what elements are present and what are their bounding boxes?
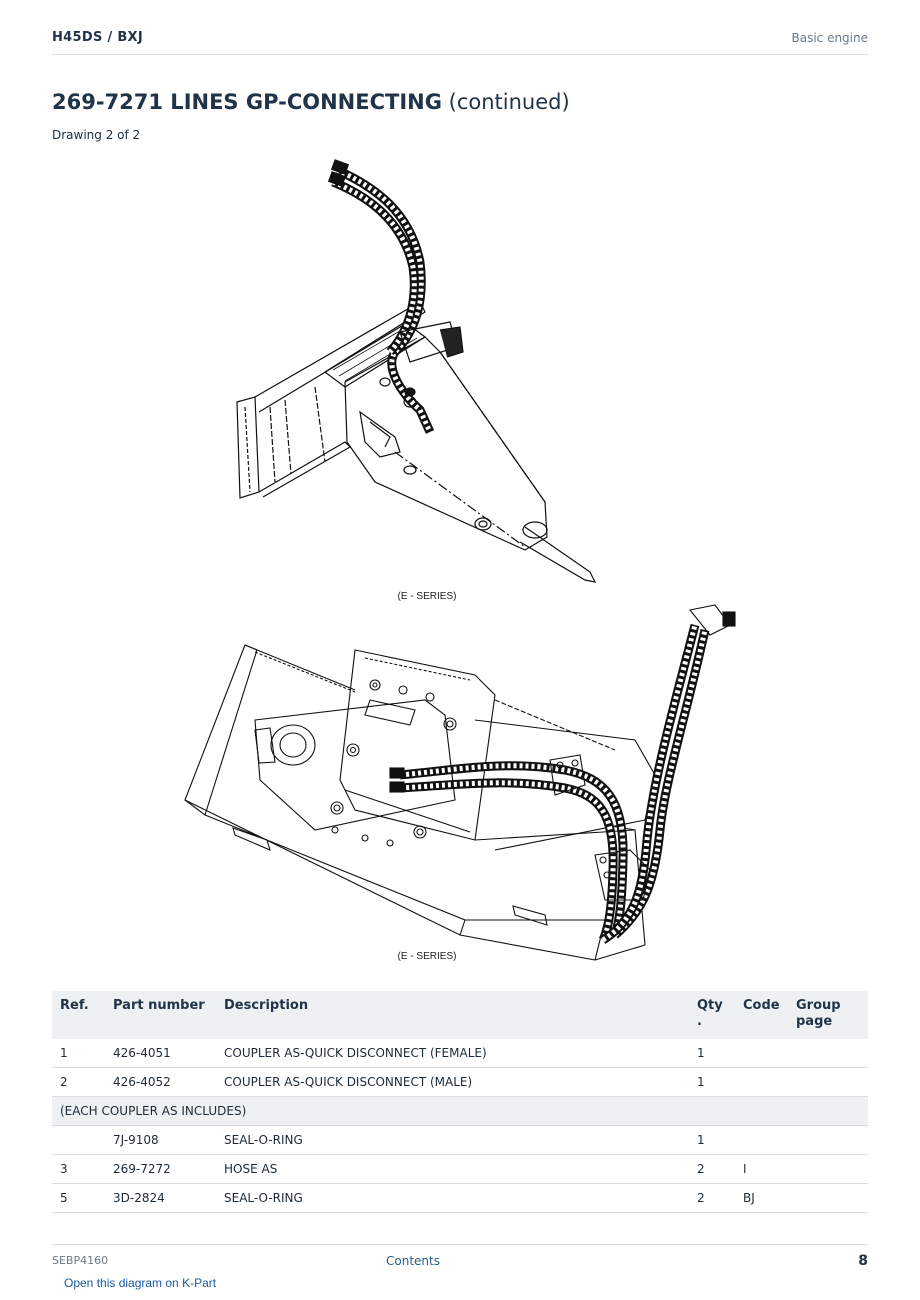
- cell-part-number: 7J-9108: [105, 1125, 216, 1155]
- cell-ref: 5: [52, 1183, 105, 1213]
- table-row: 7J-9108 SEAL-O-RING 1: [52, 1125, 868, 1155]
- cell-qty: 2: [689, 1154, 735, 1184]
- cell-ref: 3: [52, 1154, 105, 1184]
- cell-group-page: [788, 1183, 868, 1213]
- kpart-link[interactable]: Open this diagram on K-Part: [64, 1276, 217, 1290]
- cell-part-number: 426-4051: [105, 1039, 216, 1068]
- cell-part-number: 269-7272: [105, 1154, 216, 1184]
- cell-group-page: [788, 1154, 868, 1184]
- title-suffix: (continued): [448, 90, 570, 114]
- document-number: SEBP4160: [52, 1254, 109, 1267]
- cell-group-page: [788, 1125, 868, 1155]
- parts-diagram-1: [236, 159, 597, 583]
- cell-qty: 1: [689, 1039, 735, 1068]
- cell-qty: 2: [689, 1183, 735, 1213]
- col-part-number: Part number: [105, 991, 216, 1039]
- col-description: Description: [216, 991, 689, 1039]
- cell-description: HOSE AS: [216, 1154, 689, 1184]
- table-row: 5 3D-2824 SEAL-O-RING 2 BJ: [52, 1183, 868, 1213]
- page-header: H45DS / BXJ Basic engine: [52, 28, 868, 55]
- diagram-2-caption: (E - SERIES): [397, 951, 457, 962]
- cell-description: COUPLER AS-QUICK DISCONNECT (FEMALE): [216, 1039, 689, 1068]
- cell-part-number: 426-4052: [105, 1067, 216, 1097]
- section-name: Basic engine: [791, 31, 868, 45]
- cell-code: [735, 1039, 788, 1068]
- model-code: H45DS / BXJ: [52, 30, 143, 45]
- table-row: 2 426-4052 COUPLER AS-QUICK DISCONNECT (…: [52, 1067, 868, 1097]
- drawing-count: Drawing 2 of 2: [52, 128, 141, 142]
- contents-link[interactable]: Contents: [386, 1254, 440, 1268]
- cell-code: BJ: [735, 1183, 788, 1213]
- col-qty: Qty .: [689, 991, 735, 1039]
- cell-group-page: [788, 1067, 868, 1097]
- diagram-1-caption: (E - SERIES): [397, 591, 457, 602]
- title-main: 269-7271 LINES GP-CONNECTING: [52, 90, 442, 114]
- col-code: Code: [735, 991, 788, 1039]
- cell-code: [735, 1067, 788, 1097]
- cell-part-number: 3D-2824: [105, 1183, 216, 1213]
- cell-code: [735, 1125, 788, 1155]
- cell-code: I: [735, 1154, 788, 1184]
- cell-group-page: [788, 1039, 868, 1068]
- table-row: 3 269-7272 HOSE AS 2 I: [52, 1154, 868, 1184]
- cell-description: COUPLER AS-QUICK DISCONNECT (MALE): [216, 1067, 689, 1097]
- page-title: 269-7271 LINES GP-CONNECTING (continued): [52, 90, 570, 114]
- cell-ref: 2: [52, 1067, 105, 1097]
- table-header-row: Ref. Part number Description Qty . Code …: [52, 991, 868, 1039]
- page-number: 8: [858, 1253, 868, 1269]
- page-footer: SEBP4160 Contents 8: [52, 1244, 868, 1275]
- cell-qty: 1: [689, 1067, 735, 1097]
- cell-note: (EACH COUPLER AS INCLUDES): [52, 1096, 868, 1126]
- cell-description: SEAL-O-RING: [216, 1183, 689, 1213]
- col-group-page: Group page: [788, 991, 868, 1039]
- cell-ref: [52, 1125, 105, 1155]
- cell-qty: 1: [689, 1125, 735, 1155]
- col-ref: Ref.: [52, 991, 105, 1039]
- parts-table: Ref. Part number Description Qty . Code …: [52, 991, 868, 1213]
- cell-description: SEAL-O-RING: [216, 1125, 689, 1155]
- cell-ref: 1: [52, 1039, 105, 1068]
- col-qty-label: Qty .: [697, 998, 723, 1029]
- table-row: 1 426-4051 COUPLER AS-QUICK DISCONNECT (…: [52, 1039, 868, 1068]
- table-note-row: (EACH COUPLER AS INCLUDES): [52, 1096, 868, 1126]
- parts-diagram-2: [184, 604, 736, 961]
